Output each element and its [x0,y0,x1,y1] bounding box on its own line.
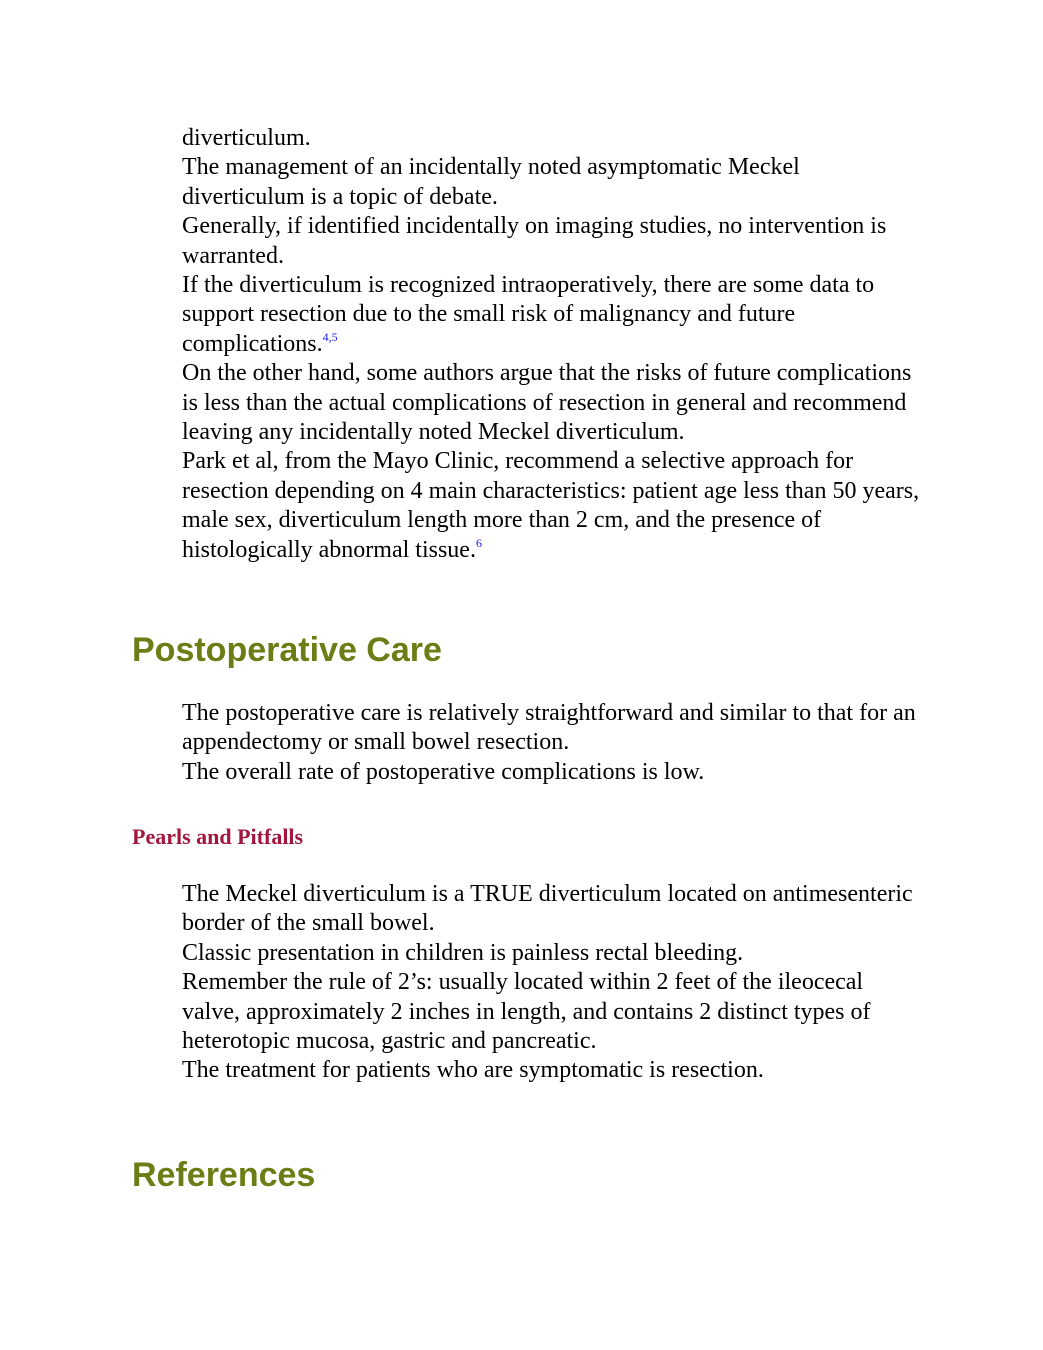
pearls-section: The Meckel diverticulum is a TRUE divert… [182,880,922,1086]
mayo-clinic-paragraph: Park et al, from the Mayo Clinic, recomm… [182,447,922,565]
pearls-pitfalls-heading: Pearls and Pitfalls [132,824,304,849]
management-section: diverticulum. The management of an incid… [182,124,922,565]
other-hand-paragraph: On the other hand, some authors argue th… [182,360,912,446]
continued-text: diverticulum. [182,125,311,151]
classic-presentation-paragraph: Classic presentation in children is pain… [182,939,744,966]
citation-link-6[interactable]: 6 [475,535,482,550]
intraoperative-text: If the diverticulum is recognized intrao… [182,272,875,357]
postoperative-care-heading: Postoperative Care [132,631,442,669]
mayo-clinic-text: Park et al, from the Mayo Clinic, recomm… [182,448,920,563]
rule-of-twos-paragraph: Remember the rule of 2’s: usually locate… [182,969,871,1055]
postop-complications-paragraph: The overall rate of postoperative compli… [182,758,705,785]
postop-care-paragraph: The postoperative care is relatively str… [182,700,916,756]
postoperative-section: The postoperative care is relatively str… [182,699,922,787]
treatment-paragraph: The treatment for patients who are sympt… [182,1057,764,1084]
intraoperative-paragraph: If the diverticulum is recognized intrao… [182,271,922,359]
references-heading: References [132,1156,316,1194]
true-diverticulum-paragraph: The Meckel diverticulum is a TRUE divert… [182,881,913,937]
imaging-paragraph: Generally, if identified incidentally on… [182,213,887,269]
citation-link-4-5[interactable]: 4,5 [322,329,338,344]
management-debate-paragraph: The management of an incidentally noted … [182,154,800,210]
